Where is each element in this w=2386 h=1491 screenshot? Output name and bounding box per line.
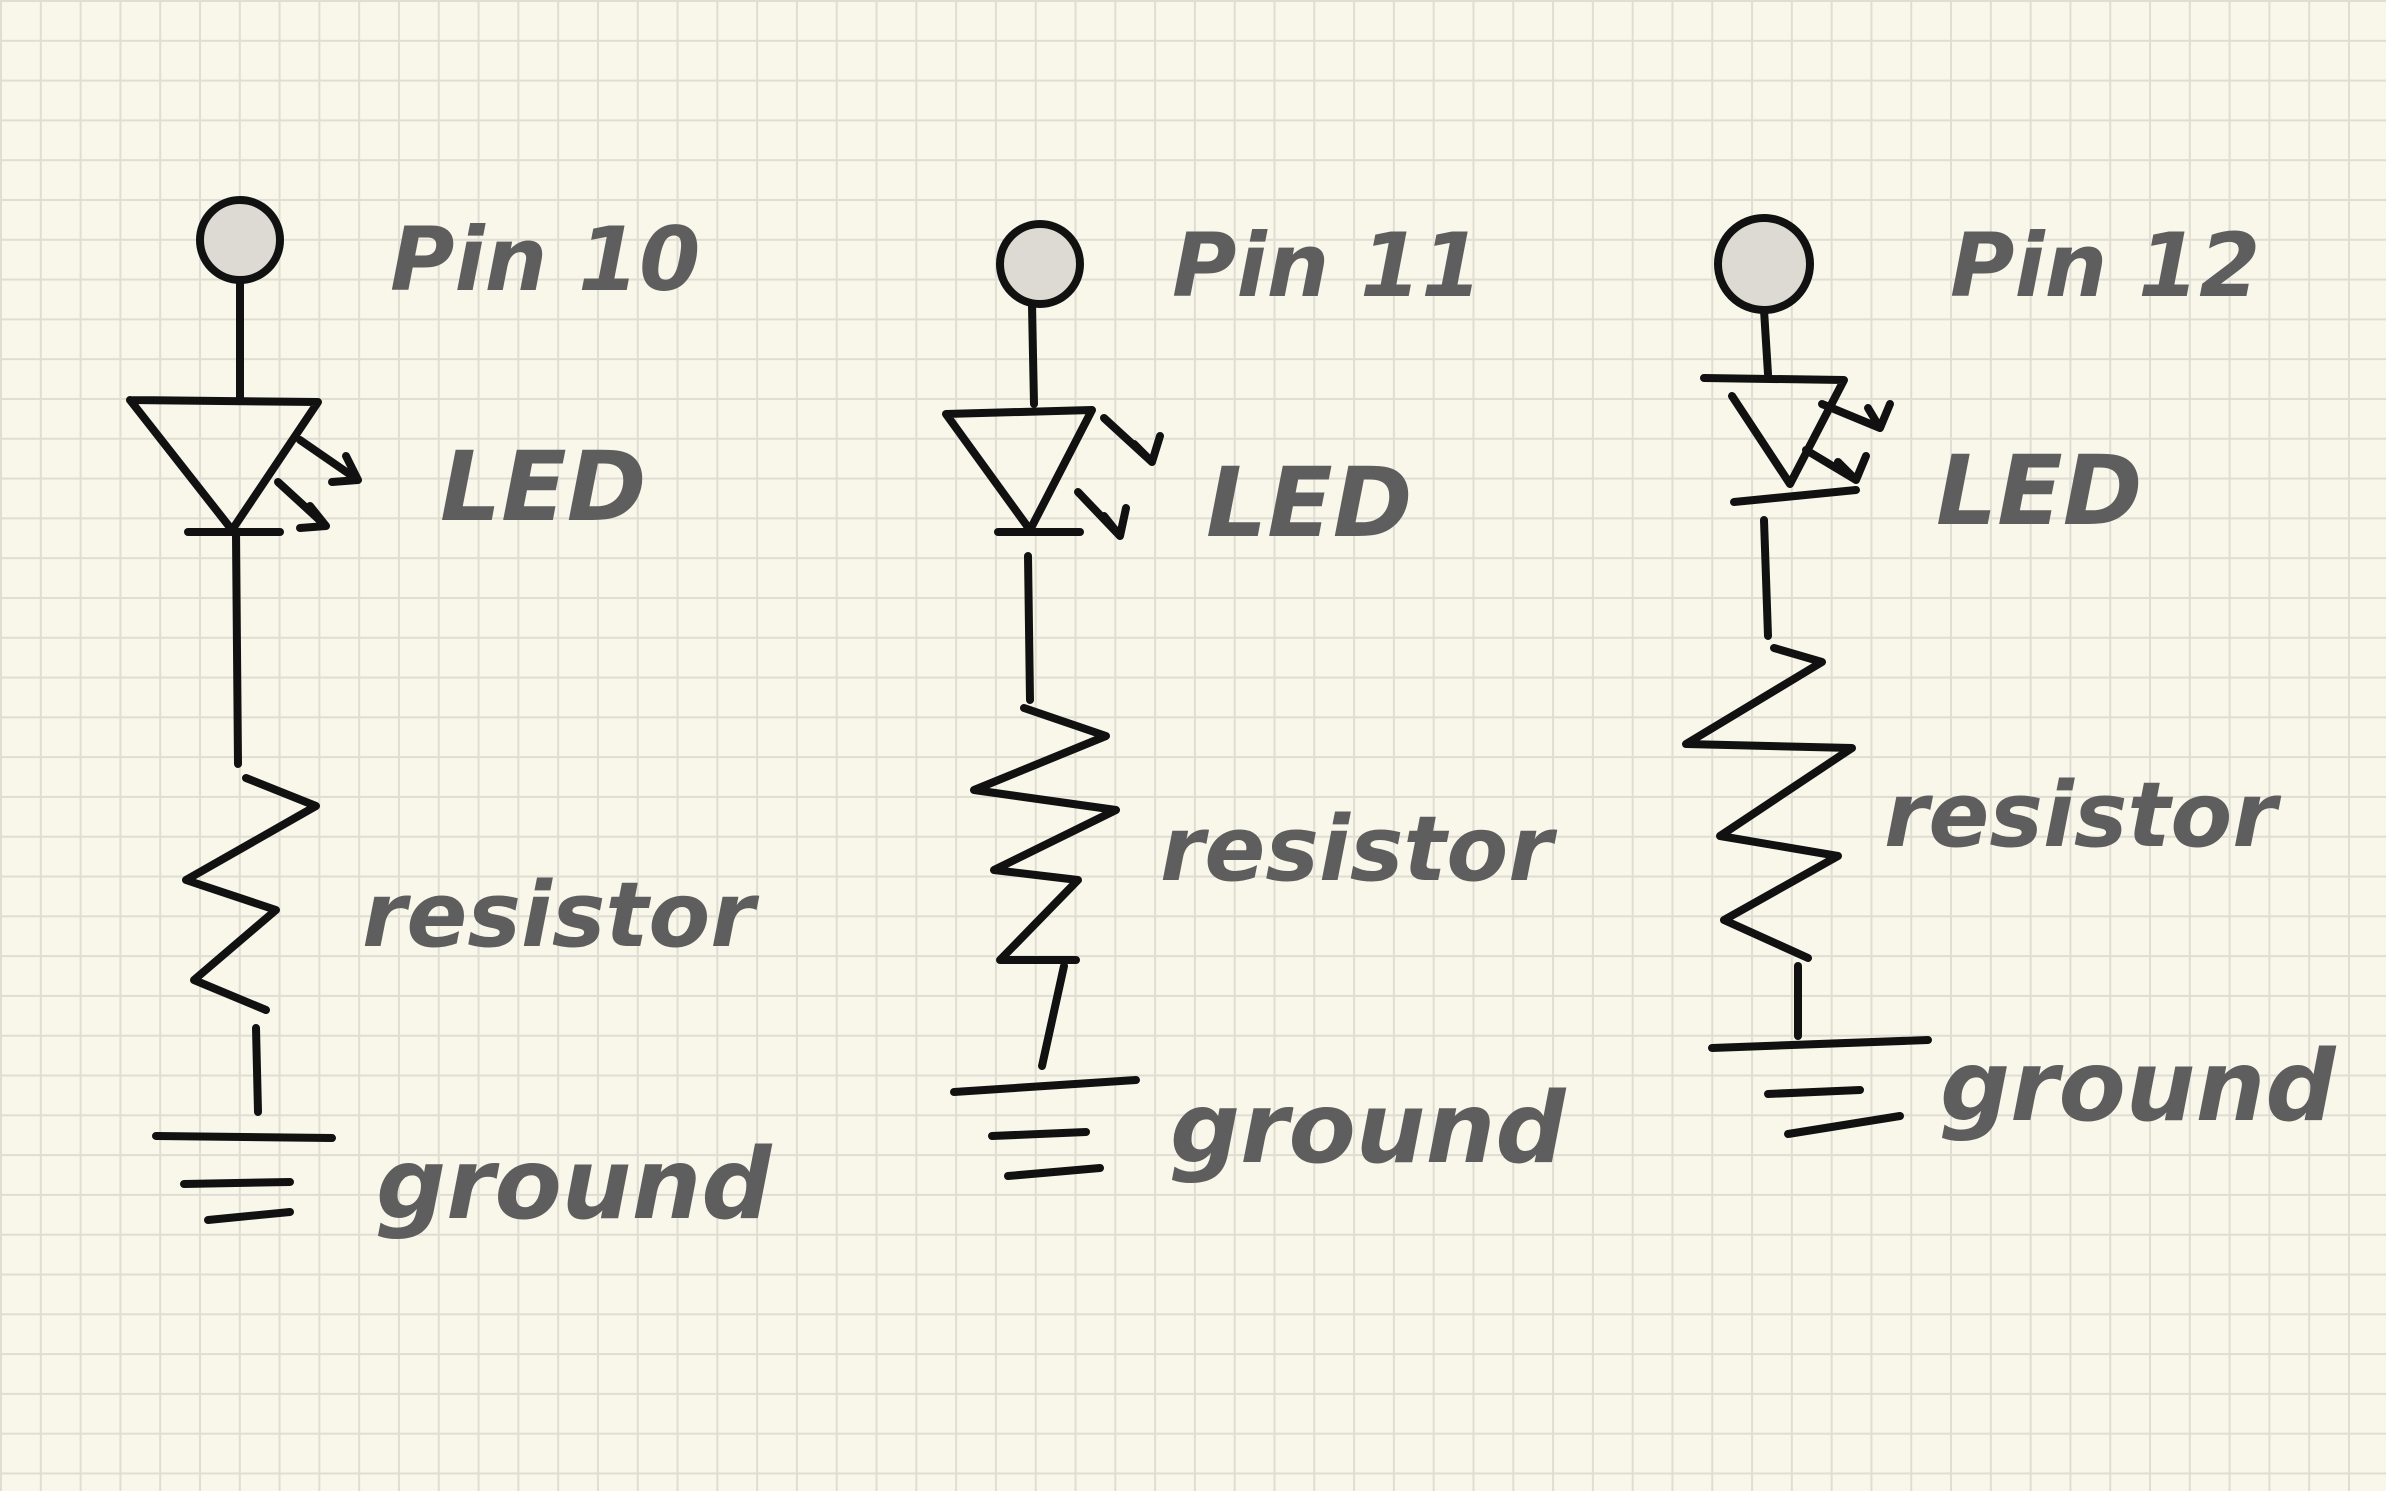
resistor-symbol xyxy=(1682,644,1856,962)
light-emission-arrows-icon xyxy=(1802,400,1894,484)
ground-symbol xyxy=(950,1076,1140,1180)
ground-label: ground xyxy=(1170,1072,1566,1186)
pin-10-terminal-icon xyxy=(196,196,284,284)
circuit-pin-12: Pin 12 LED resistor ground xyxy=(1682,214,2336,1144)
led-to-resistor-wire xyxy=(1760,516,1772,640)
pin-lead-wire xyxy=(1760,306,1772,378)
led-to-resistor-wire xyxy=(232,532,242,768)
resistor-symbol xyxy=(970,704,1120,964)
pin-label: Pin 11 xyxy=(1172,214,1482,317)
led-to-resistor-wire xyxy=(1024,552,1034,704)
led-symbol xyxy=(1700,374,1894,506)
resistor-label: resistor xyxy=(1160,797,1558,902)
pin-label: Pin 10 xyxy=(390,208,700,311)
resistor-label: resistor xyxy=(1884,763,2282,868)
ground-symbol xyxy=(1708,1036,1932,1138)
pin-11-terminal-icon xyxy=(996,220,1084,308)
pin-label: Pin 12 xyxy=(1950,214,2260,317)
circuit-pin-11: Pin 11 LED resistor ground xyxy=(942,214,1566,1186)
resistor-to-ground-wire xyxy=(1038,962,1068,1070)
resistor-symbol xyxy=(182,774,320,1014)
ground-label: ground xyxy=(376,1128,772,1242)
led-label: LED xyxy=(440,431,646,543)
led-symbol xyxy=(942,406,1164,540)
resistor-label: resistor xyxy=(362,863,760,968)
pin-lead-wire xyxy=(1028,302,1038,408)
pin-12-terminal-icon xyxy=(1714,214,1814,314)
light-emission-arrows-icon xyxy=(274,436,362,532)
resistor-to-ground-wire xyxy=(252,1024,262,1116)
ground-label: ground xyxy=(1940,1030,2336,1144)
led-label: LED xyxy=(1936,435,2142,547)
led-label: LED xyxy=(1206,447,1412,559)
led-symbol xyxy=(126,396,362,536)
ground-symbol xyxy=(152,1132,336,1224)
light-emission-arrows-icon xyxy=(1074,414,1164,540)
circuit-pin-10: Pin 10 LED resistor ground xyxy=(126,196,772,1242)
